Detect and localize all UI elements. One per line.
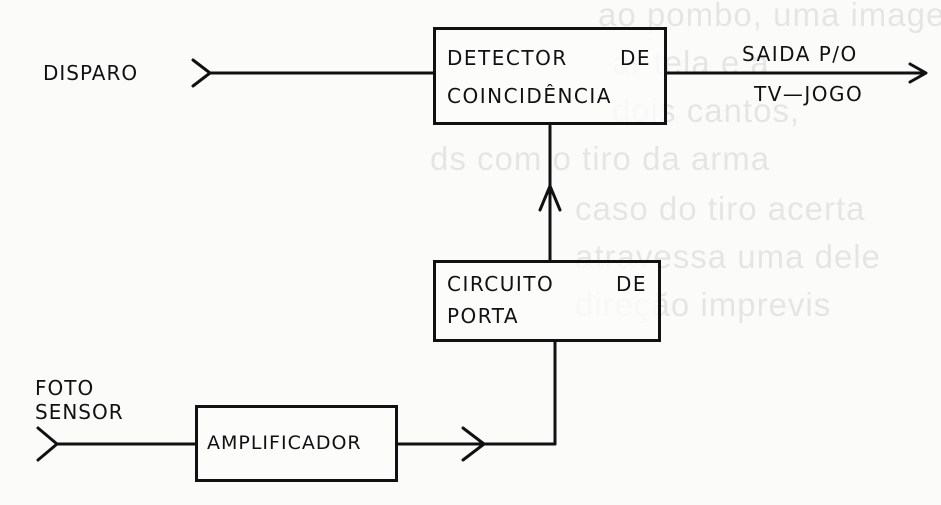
coincidence-detector-block: [433, 27, 667, 125]
trigger-input-arrow: [191, 58, 212, 88]
amplifier-label: AMPLIFICADOR: [207, 432, 362, 454]
coincidence-detector-label-line1: DETECTOR DE: [447, 48, 651, 68]
gate-circuit-label-line1: CIRCUITO DE: [447, 274, 647, 294]
gate-circuit-word2: DE: [615, 272, 647, 296]
photo-sensor-input-arrow: [36, 426, 59, 462]
bleed-through-line: caso do tiro acerta: [575, 190, 866, 227]
coincidence-detector-label-line2: COINCIDÊNCIA: [447, 84, 612, 108]
photo-sensor-label-line1: FOTO: [35, 376, 95, 400]
coincidence-detector-word1: DETECTOR: [447, 46, 568, 70]
gate-circuit-block: [433, 260, 661, 342]
photo-sensor-label-line2: SENSOR: [35, 400, 124, 424]
trigger-input-label: DISPARO: [43, 61, 139, 85]
coincidence-detector-word2: DE: [619, 46, 651, 70]
bleed-through-line: ds com o tiro da arma: [430, 140, 771, 177]
amplifier-output-arrow: [461, 426, 486, 462]
output-label-line1: SAIDA P/O: [742, 42, 858, 66]
output-label-line2: TV—JOGO: [754, 82, 864, 106]
output-arrow: [908, 62, 928, 84]
amplifier-block: [195, 405, 398, 482]
gate-circuit-word1: CIRCUITO: [447, 272, 555, 296]
gate-to-detector-arrow: [538, 184, 562, 212]
gate-circuit-label-line2: PORTA: [447, 304, 520, 328]
